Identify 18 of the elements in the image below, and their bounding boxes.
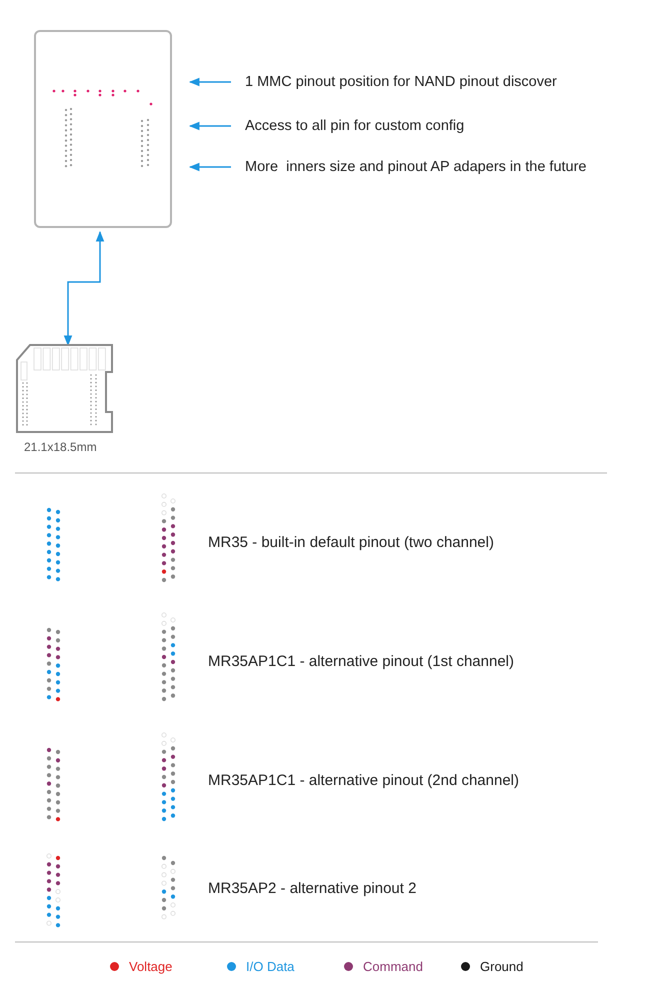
pinout-label: MR35 - built-in default pinout (two channel) — [208, 533, 494, 553]
pinout-label: MR35AP1C1 - alternative pinout (1st channel) — [208, 652, 514, 672]
pinout-label: MR35AP2 - alternative pinout 2 — [208, 879, 416, 899]
dimension-text: 21.1x18.5mm — [24, 439, 97, 456]
arrow — [188, 122, 231, 130]
arrow — [64, 230, 104, 346]
memory-card-drawing — [15, 343, 115, 435]
arrow — [188, 162, 231, 172]
legend-label: Command — [363, 958, 423, 976]
callout-text: 1 MMC pinout position for NAND pinout discover — [245, 72, 645, 92]
adapter-board — [34, 30, 172, 228]
arrow — [188, 78, 231, 86]
legend-label: Voltage — [129, 958, 172, 976]
legend-label: Ground — [480, 958, 524, 976]
callout-text: More inners size and pinout AP adapers in the future — [245, 157, 645, 177]
pinout-label: MR35AP1C1 - alternative pinout (2nd channel) — [208, 771, 520, 791]
legend-label: I/O Data — [246, 958, 294, 976]
callout-text: Access to all pin for custom config — [245, 116, 645, 136]
